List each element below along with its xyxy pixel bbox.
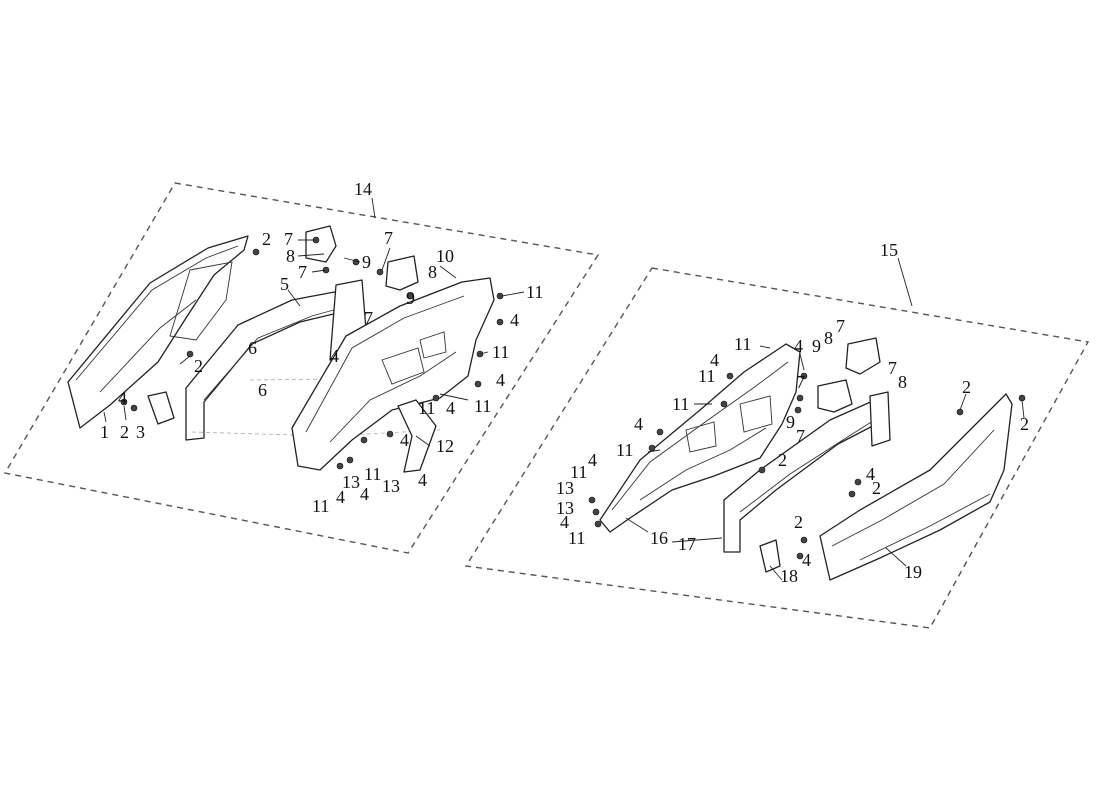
callout-4: 4	[794, 336, 803, 356]
callout-2: 2	[962, 377, 971, 397]
callout-4: 4	[446, 398, 455, 418]
part-12-handle	[397, 399, 437, 473]
callout-11: 11	[734, 334, 751, 354]
callout-5: 5	[280, 274, 289, 294]
callout-7: 7	[384, 228, 393, 248]
callout-7: 7	[796, 372, 805, 392]
callout-4: 4	[118, 388, 127, 408]
callout-8: 8	[286, 246, 295, 266]
part-17-frame	[723, 391, 891, 553]
callout-11: 11	[312, 496, 329, 516]
callout-8: 8	[898, 372, 907, 392]
callout-4: 4	[510, 310, 519, 330]
leader-lines-right	[625, 257, 1025, 581]
callout-4: 4	[588, 450, 597, 470]
callout-6: 6	[258, 380, 267, 400]
leader-lines-left	[103, 197, 525, 447]
callout-2: 2	[262, 229, 271, 249]
callout-9: 9	[406, 288, 415, 308]
assembly-14-boundary	[3, 182, 600, 554]
callout-4: 4	[634, 414, 643, 434]
callout-7: 7	[298, 262, 307, 282]
part-8-hinge-lower-right	[817, 379, 853, 413]
callout-13: 13	[342, 472, 360, 492]
callout-1: 1	[100, 422, 109, 442]
callout-4: 4	[802, 550, 811, 570]
part-1-outer-panel	[67, 235, 249, 429]
callout-8: 8	[824, 328, 833, 348]
callout-2: 2	[1020, 414, 1029, 434]
callout-8: 8	[428, 262, 437, 282]
part-16-inner-panel	[599, 343, 801, 533]
callout-18: 18	[780, 566, 798, 586]
callout-4: 4	[400, 430, 409, 450]
callout-11: 11	[364, 464, 381, 484]
callout-11: 11	[616, 440, 633, 460]
callout-4: 4	[418, 470, 427, 490]
callout-2: 2	[194, 356, 203, 376]
part-18-latch	[759, 539, 781, 573]
callout-11: 11	[570, 462, 587, 482]
callout-10: 10	[436, 246, 454, 266]
callout-11: 11	[526, 282, 543, 302]
callout-11: 11	[672, 394, 689, 414]
callout-7: 7	[364, 308, 373, 328]
callout-17: 17	[678, 534, 696, 554]
callout-4: 4	[866, 464, 875, 484]
assembly-14: 14 2 7 8 7 9 7 7 8 10 9 5 11 4 2 6 4 11 …	[3, 179, 600, 554]
callout-4: 4	[336, 487, 345, 507]
callout-12: 12	[436, 436, 454, 456]
part-10-inner-panel	[291, 277, 495, 471]
callout-2: 2	[794, 512, 803, 532]
part-8-hinge-lower	[385, 255, 419, 291]
part-3-latch	[147, 391, 175, 425]
part-19-outer-panel	[819, 393, 1013, 581]
callout-4: 4	[496, 370, 505, 390]
callout-11: 11	[568, 528, 585, 548]
assembly-15-boundary	[464, 267, 1090, 629]
callout-19: 19	[904, 562, 922, 582]
callout-4: 4	[710, 350, 719, 370]
callout-13: 13	[556, 478, 574, 498]
callout-13: 13	[382, 476, 400, 496]
callout-6: 6	[248, 338, 257, 358]
callout-9: 9	[362, 252, 371, 272]
callout-16: 16	[650, 528, 668, 548]
callout-7: 7	[888, 358, 897, 378]
callout-4: 4	[560, 512, 569, 532]
part-8-hinge-upper	[305, 225, 337, 263]
callout-3: 3	[136, 422, 145, 442]
callout-15: 15	[880, 240, 898, 260]
callout-2: 2	[778, 450, 787, 470]
part-8-hinge-upper-right	[845, 337, 881, 375]
callout-9: 9	[812, 336, 821, 356]
assembly-15: 15 11 4 7 9 8 4 11 7 7 8 11 9 7 2 2 4 11…	[464, 240, 1090, 629]
callout-2: 2	[872, 478, 881, 498]
callout-14: 14	[354, 179, 372, 199]
callout-11: 11	[492, 342, 509, 362]
callout-13: 13	[556, 498, 574, 518]
callouts-right: 15 11 4 7 9 8 4 11 7 7 8 11 9 7 2 2 4 11…	[556, 240, 1029, 586]
callout-7: 7	[284, 229, 293, 249]
callout-7: 7	[836, 316, 845, 336]
callout-11: 11	[474, 396, 491, 416]
callout-11: 11	[418, 398, 435, 418]
callouts-left: 14 2 7 8 7 9 7 7 8 10 9 5 11 4 2 6 4 11 …	[100, 179, 543, 516]
callout-4: 4	[360, 484, 369, 504]
callout-11: 11	[698, 366, 715, 386]
callout-9: 9	[786, 412, 795, 432]
callout-7: 7	[796, 426, 805, 446]
callout-2: 2	[120, 422, 129, 442]
callout-4: 4	[330, 346, 339, 366]
